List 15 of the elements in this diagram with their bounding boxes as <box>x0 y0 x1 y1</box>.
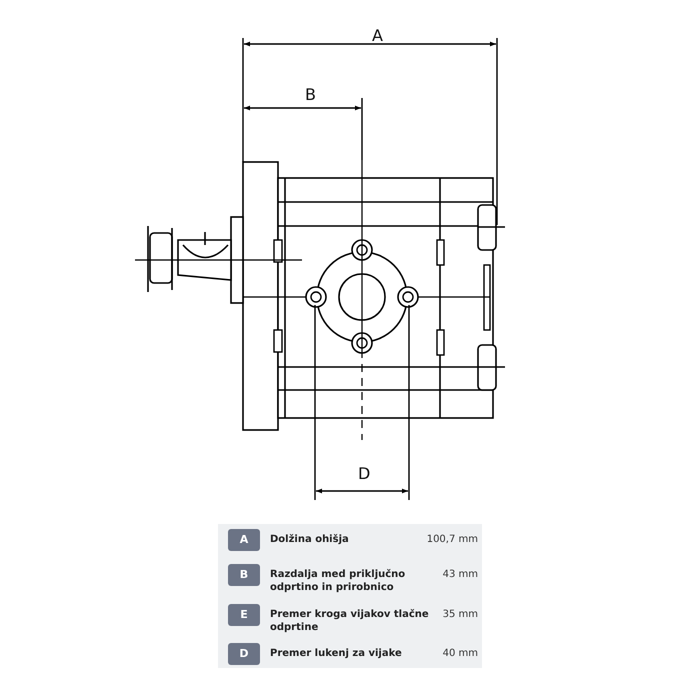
dimension-letter: B <box>305 86 316 104</box>
dimension-letter: D <box>358 465 370 483</box>
letter-badge: D <box>228 643 260 665</box>
letter-badge: E <box>228 604 260 626</box>
dimension-value: 35 mm <box>442 608 478 621</box>
dimension-letter: A <box>372 27 383 45</box>
description-text: Razdalja med priključno odprtino in prirobnico <box>270 568 406 594</box>
dimension-value: 100,7 mm <box>426 533 478 546</box>
description-text: Premer kroga vijakov tlačne odprtine <box>270 608 430 634</box>
letter-badge: B <box>228 564 260 586</box>
dimension-value: 40 mm <box>442 647 478 660</box>
description-text: Dolžina ohišja <box>270 533 350 546</box>
letter-badge: A <box>228 529 260 551</box>
description-text: Premer lukenj za vijake <box>270 647 403 660</box>
dimension-value: 43 mm <box>442 568 478 581</box>
